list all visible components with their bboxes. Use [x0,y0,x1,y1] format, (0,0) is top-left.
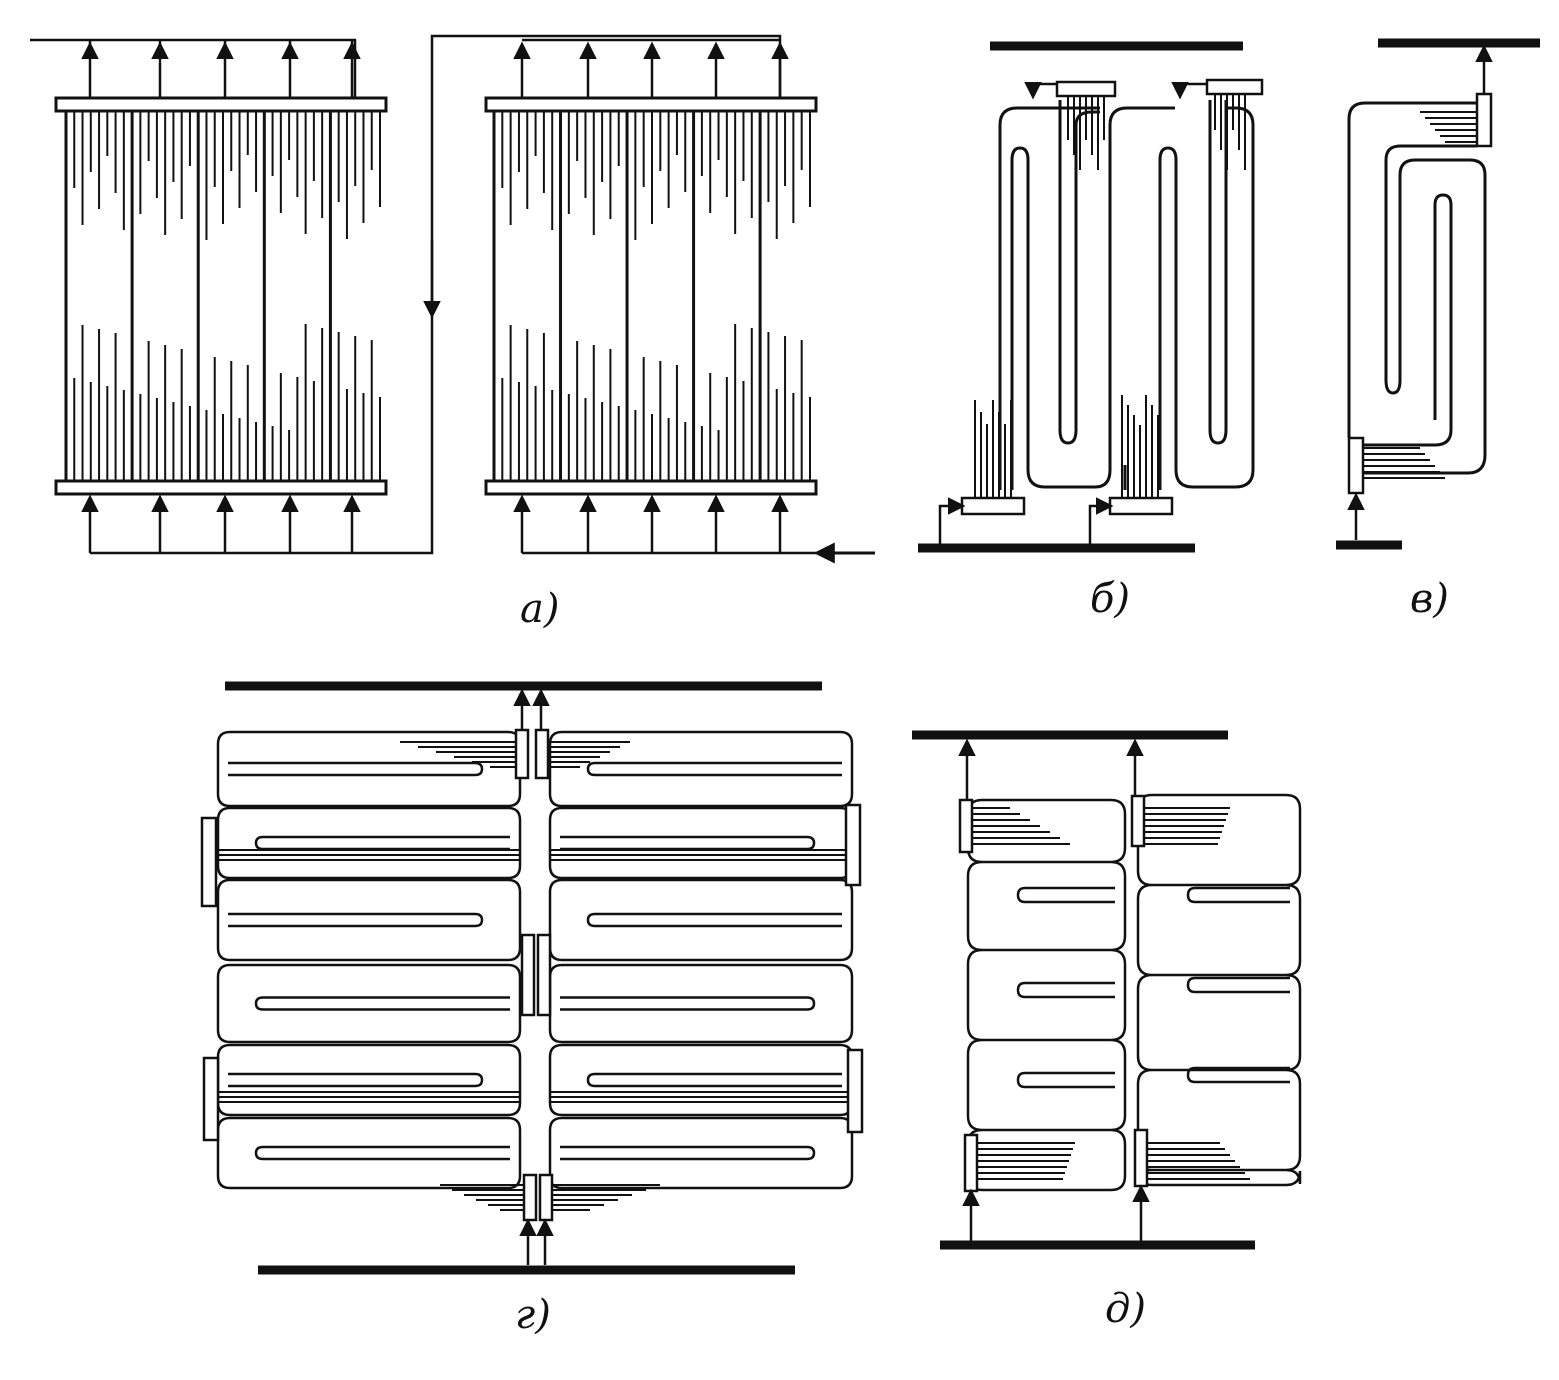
tube-header [520,933,536,1017]
tube-header [522,1173,538,1222]
panel-a-right-bank [484,38,875,555]
coil-loop [548,1116,854,1190]
coil-loop [548,1043,854,1117]
hairpin-slot [1186,1066,1290,1084]
hairpin-slot [228,912,484,928]
panel-v-single-coil-scheme [1336,38,1540,550]
panel-label-a: а) [520,586,559,632]
panel-d-meander-scheme [912,730,1302,1250]
hairpin-slot [228,761,484,777]
hairpin-slot [1016,886,1115,904]
hairpin-slot [586,761,842,777]
panel-a-left-bank [30,34,782,555]
tube-header [846,1048,864,1134]
tube-header [514,728,530,780]
tube-header [202,1056,220,1142]
panel-b-serpentine-scheme [918,41,1264,553]
tube-header [536,933,552,1017]
hairpin-slot [560,996,816,1011]
tube-header [844,803,862,887]
hairpin-slot [1016,981,1115,999]
coil-loop [216,730,522,808]
coil-loop [216,1043,522,1117]
tube-header [1133,1128,1149,1188]
hairpin-slot [254,835,510,851]
hairpin-slot [586,1072,842,1088]
coil-loop [216,1116,522,1190]
b-inlet-header-1 [960,496,1026,516]
panel-a-parallel-flow-scheme [30,34,875,564]
coil-loop [548,730,854,808]
b-outlet-header-1 [1055,80,1117,98]
right-meander [1136,793,1302,1187]
tube-header [958,798,974,854]
coil-loop [548,806,854,880]
hairpin-slot [1186,886,1290,904]
coil-loop [216,963,522,1044]
tube-header [200,816,218,908]
tube-header [534,728,550,780]
hairpin-slot [254,1145,510,1161]
panel-label-d: д) [1105,1286,1146,1332]
panel-label-v: в) [1410,576,1449,622]
hairpin-slot [586,912,842,928]
hairpin-slot [1016,1071,1115,1089]
b-inlet-header-2 [1108,496,1174,516]
coil-loop [548,963,854,1044]
coil-loop [216,806,522,880]
panel-g-multi-pass-scheme [200,681,864,1275]
coil-loop [548,878,854,962]
tube-header [538,1173,554,1222]
hairpin-slot [254,996,510,1011]
b-outlet-header-2 [1205,78,1264,96]
left-meander [966,798,1127,1192]
hairpin-slot [1186,976,1290,994]
coil-loop [216,878,522,962]
tube-header [963,1133,979,1193]
tube-header [1130,794,1146,848]
hairpin-slot [228,1072,484,1088]
panel-label-b: б) [1090,576,1130,622]
panel-label-g: г) [515,1292,551,1338]
hairpin-slot [560,1145,816,1161]
hairpin-slot [560,835,816,851]
